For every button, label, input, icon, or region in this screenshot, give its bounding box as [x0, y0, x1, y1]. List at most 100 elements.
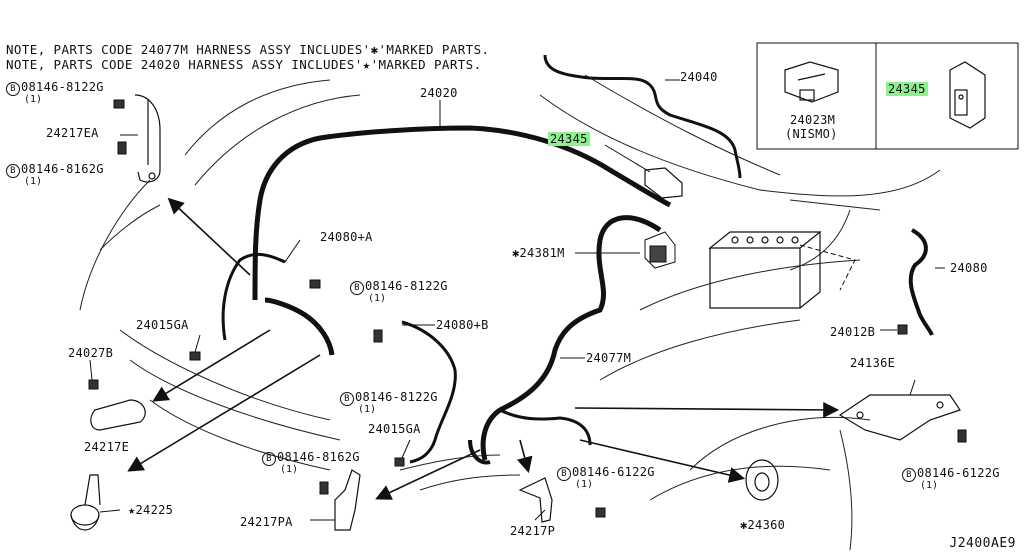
bolt-icon: [957, 429, 967, 443]
harness-24020: [252, 125, 672, 301]
body-outline-line: [539, 94, 761, 191]
bolt-symbol-icon: B: [6, 82, 20, 96]
body-outline-line: [789, 209, 851, 271]
part-label-24381m: ✱24381M: [512, 246, 565, 260]
bolt-icon: [309, 279, 321, 289]
dashed-leader: [799, 244, 856, 291]
part-label-24217ea: 24217EA: [46, 126, 99, 140]
part-label-24080b: 24080+B: [436, 318, 489, 332]
body-outline-line: [649, 465, 831, 501]
bolt-icon: [373, 329, 383, 343]
bolt-symbol-icon: B: [262, 452, 276, 466]
arrow: [516, 439, 533, 474]
body-outline-line: [99, 204, 161, 251]
part-label-24012b: 24012B: [830, 325, 876, 339]
body-outline-line: [419, 474, 521, 491]
connector-24345-icon: [644, 167, 683, 199]
part-label-24345: 24345: [548, 132, 590, 146]
body-outline-line: [184, 79, 331, 156]
leader-lines: [89, 79, 945, 521]
quantity: (1): [280, 464, 299, 475]
body-outline-line: [639, 259, 861, 311]
arrow: [574, 401, 840, 418]
harness-branch: [264, 297, 335, 356]
body-outline-line: [789, 199, 881, 211]
bolt-symbol-icon: B: [6, 164, 20, 178]
boot-24225-icon: [70, 474, 101, 531]
body-outline-line: [79, 179, 151, 311]
part-label-24217e: 24217E: [84, 440, 130, 454]
part-label-24015ga: 24015GA: [136, 318, 189, 332]
body-outline-line: [149, 399, 331, 471]
bolt-symbol-icon: B: [902, 468, 916, 482]
quantity: (1): [368, 293, 387, 304]
connector-24345-inset-icon: [949, 61, 986, 129]
bolt-icon: [595, 507, 606, 518]
bolt-icon: [394, 457, 405, 467]
bolt-symbol-icon: B: [557, 467, 571, 481]
quantity: (1): [24, 176, 43, 187]
relay-24381m-icon: [644, 231, 676, 269]
bolt-icon: [88, 379, 99, 390]
bolt-icon: [113, 99, 125, 109]
harness-24040: [543, 54, 742, 179]
arrow: [375, 449, 481, 500]
part-label-24345-inset: 24345: [886, 82, 928, 96]
bracket-24136e-icon: [838, 394, 961, 441]
note-line-1: NOTE, PARTS CODE 24077M HARNESS ASSY INC…: [6, 42, 490, 57]
harness-branch: [499, 408, 592, 446]
part-label-24020: 24020: [420, 86, 458, 100]
body-outline-line: [599, 319, 801, 381]
part-label-24217pa: 24217PA: [240, 515, 293, 529]
bracket-24217ea-icon: [134, 94, 161, 183]
bolt-symbol-icon: B: [340, 392, 354, 406]
part-label-24080: 24080: [950, 261, 988, 275]
grommet-24360-icon: [745, 459, 779, 501]
cable-24080: [908, 228, 934, 336]
body-outline-line: [194, 94, 361, 186]
quantity: (1): [358, 404, 377, 415]
body-outline-line: [759, 169, 941, 197]
body-outline-line: [584, 74, 781, 176]
battery: [708, 231, 822, 309]
part-label-24015ga: 24015GA: [368, 422, 421, 436]
part-label-24040: 24040: [680, 70, 718, 84]
body-outline-line: [119, 329, 331, 421]
harness-branch: [221, 252, 286, 341]
part-label-24225: ★24225: [128, 503, 174, 517]
bolt-icon: [897, 324, 908, 335]
inset-frame: [756, 42, 1019, 150]
arrow: [167, 197, 251, 276]
bracket-24217pa-icon: [334, 469, 361, 531]
body-outline-line: [839, 429, 853, 551]
bolt-symbol-icon: B: [350, 281, 364, 295]
body-outline-line: [129, 359, 341, 441]
part-label-24080a: 24080+A: [320, 230, 373, 244]
bolt-icon: [189, 351, 201, 361]
arrow: [152, 329, 271, 402]
quantity: (1): [575, 479, 594, 490]
connector-24023m-icon: [784, 61, 839, 103]
part-label-24023m: 24023M: [790, 113, 836, 127]
arrow: [579, 439, 746, 483]
part-label-24027b: 24027B: [68, 346, 114, 360]
part-label-24136e: 24136E: [850, 356, 896, 370]
cable-24080b: [401, 320, 457, 464]
note-line-2: NOTE, PARTS CODE 24020 HARNESS ASSY INCL…: [6, 57, 482, 72]
part-label-24217p: 24217P: [510, 524, 556, 538]
body-outline-line: [399, 454, 501, 471]
bolt-icon: [117, 141, 127, 155]
quantity: (1): [920, 480, 939, 491]
arrow: [127, 354, 321, 472]
figure-id: J2400AE9: [949, 536, 1016, 551]
harness-branch: [468, 439, 491, 465]
bracket-24217p-icon: [518, 477, 553, 523]
harness-24077m: [480, 215, 662, 461]
